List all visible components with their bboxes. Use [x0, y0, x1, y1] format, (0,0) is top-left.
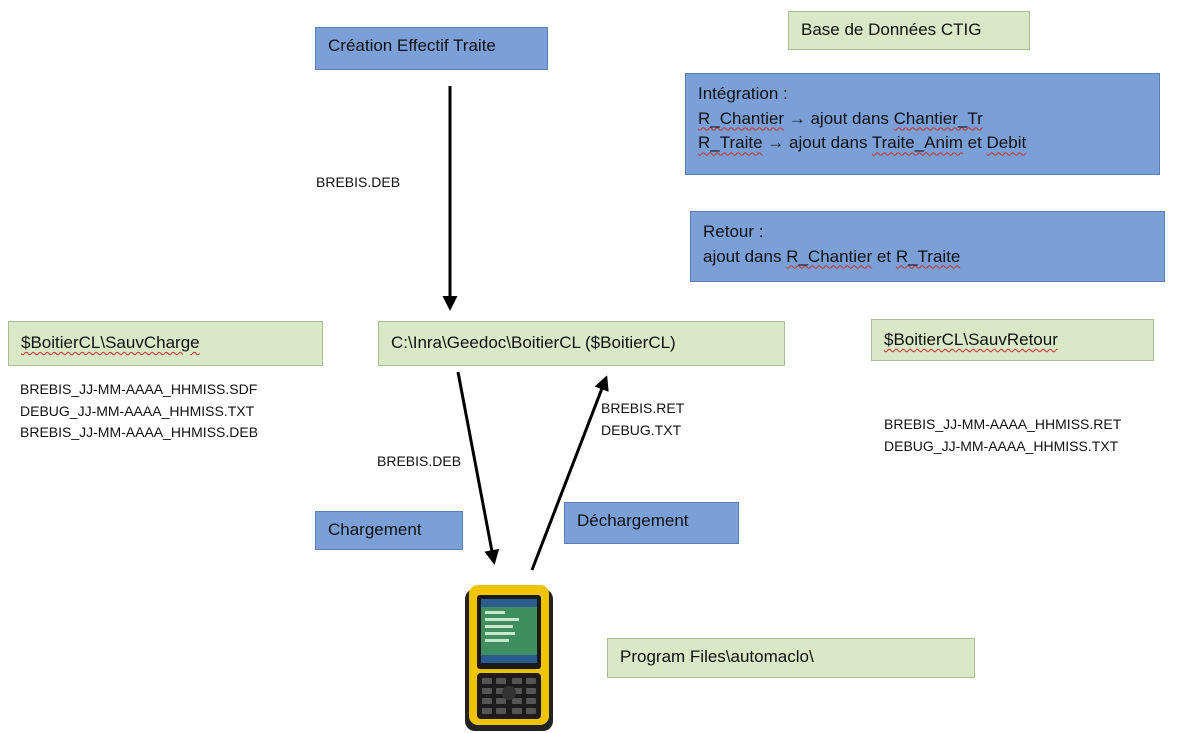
arrow-glyph: → [788, 108, 806, 128]
r-traite-term: R_Traite [895, 246, 961, 266]
debit-term: Debit [986, 133, 1027, 153]
file-item: DEBUG_JJ-MM-AAAA_HHMISS.TXT [20, 402, 255, 419]
integration-title: Intégration : [698, 84, 788, 103]
file-item: DEBUG_JJ-MM-AAAA_HHMISS.TXT [884, 437, 1119, 454]
base-donnees-box: Base de Données CTIG [788, 11, 1030, 50]
retour-title: Retour : [703, 222, 764, 241]
integration-box: Intégration : R_Chantier → ajout dans Ch… [685, 73, 1160, 175]
program-files-box: Program Files\automaclo\ [607, 638, 975, 678]
boitier-path-label: C:\Inra\Geedoc\BoitierCL ($BoitierCL) [391, 333, 676, 352]
sauv-retour-box: $BoitierCL\SauvRetour [871, 319, 1154, 361]
brebis-deb-mid-label: BREBIS.DEB [377, 453, 462, 469]
arrow-glyph: → [767, 133, 785, 153]
boitier-path-box: C:\Inra\Geedoc\BoitierCL ($BoitierCL) [378, 321, 785, 366]
file-item: BREBIS_JJ-MM-AAAA_HHMISS.DEB [20, 424, 259, 441]
retour-box: Retour : ajout dans R_Chantier et R_Trai… [690, 211, 1165, 282]
dechargement-label: Déchargement [577, 511, 689, 530]
chantier-tr-term: Chantier_Tr [893, 108, 983, 128]
file-item: BREBIS_JJ-MM-AAAA_HHMISS.SDF [20, 381, 258, 397]
dechargement-box: Déchargement [564, 502, 739, 544]
arrow-chargement [456, 371, 500, 565]
integration-text: ajout dans [784, 133, 872, 153]
debug-txt-label: DEBUG.TXT [601, 421, 682, 438]
chargement-box: Chargement [315, 511, 463, 550]
creation-effectif-traite-box: Création Effectif Traite [315, 27, 548, 70]
integration-text: et [962, 133, 987, 153]
creation-effectif-traite-label: Création Effectif Traite [328, 36, 496, 55]
file-item: BREBIS_JJ-MM-AAAA_HHMISS.RET [884, 416, 1122, 432]
r-chantier-term: R_Chantier [698, 108, 784, 128]
traite-anim-term: Traite_Anim [871, 133, 963, 153]
retour-line: ajout dans R_Chantier et R_Traite [703, 245, 1152, 270]
integration-text: ajout dans [805, 108, 894, 128]
sauv-charge-label: $BoitierCL\SauvCharge [21, 333, 200, 352]
sauv-charge-box: $BoitierCL\SauvCharge [8, 321, 323, 366]
brebis-ret-label: BREBIS.RET [601, 400, 685, 416]
return-files-label: BREBIS.RET DEBUG.TXT [601, 398, 684, 441]
base-donnees-label: Base de Données CTIG [801, 20, 982, 39]
r-traite-term: R_Traite [698, 133, 763, 153]
r-chantier-term: R_Chantier [786, 246, 873, 266]
integration-line-traite: R_Traite → ajout dans Traite_Anim et Deb… [698, 131, 1147, 156]
files-retour-list: BREBIS_JJ-MM-AAAA_HHMISS.RET DEBUG_JJ-MM… [884, 414, 1121, 457]
sauv-retour-label: $BoitierCL\SauvRetour [884, 330, 1058, 349]
retour-text: ajout dans [703, 246, 787, 266]
program-files-label: Program Files\automaclo\ [620, 647, 814, 666]
program-files-text: Program Files\automaclo\ [620, 647, 814, 666]
handheld-terminal-icon [465, 585, 553, 731]
chargement-label: Chargement [328, 520, 422, 539]
integration-line-chantier: R_Chantier → ajout dans Chantier_Tr [698, 107, 1147, 132]
arrow-dechargement [530, 375, 609, 571]
brebis-deb-top-label: BREBIS.DEB [316, 174, 401, 190]
files-charge-list: BREBIS_JJ-MM-AAAA_HHMISS.SDF DEBUG_JJ-MM… [20, 379, 258, 444]
retour-text: et [872, 246, 896, 266]
